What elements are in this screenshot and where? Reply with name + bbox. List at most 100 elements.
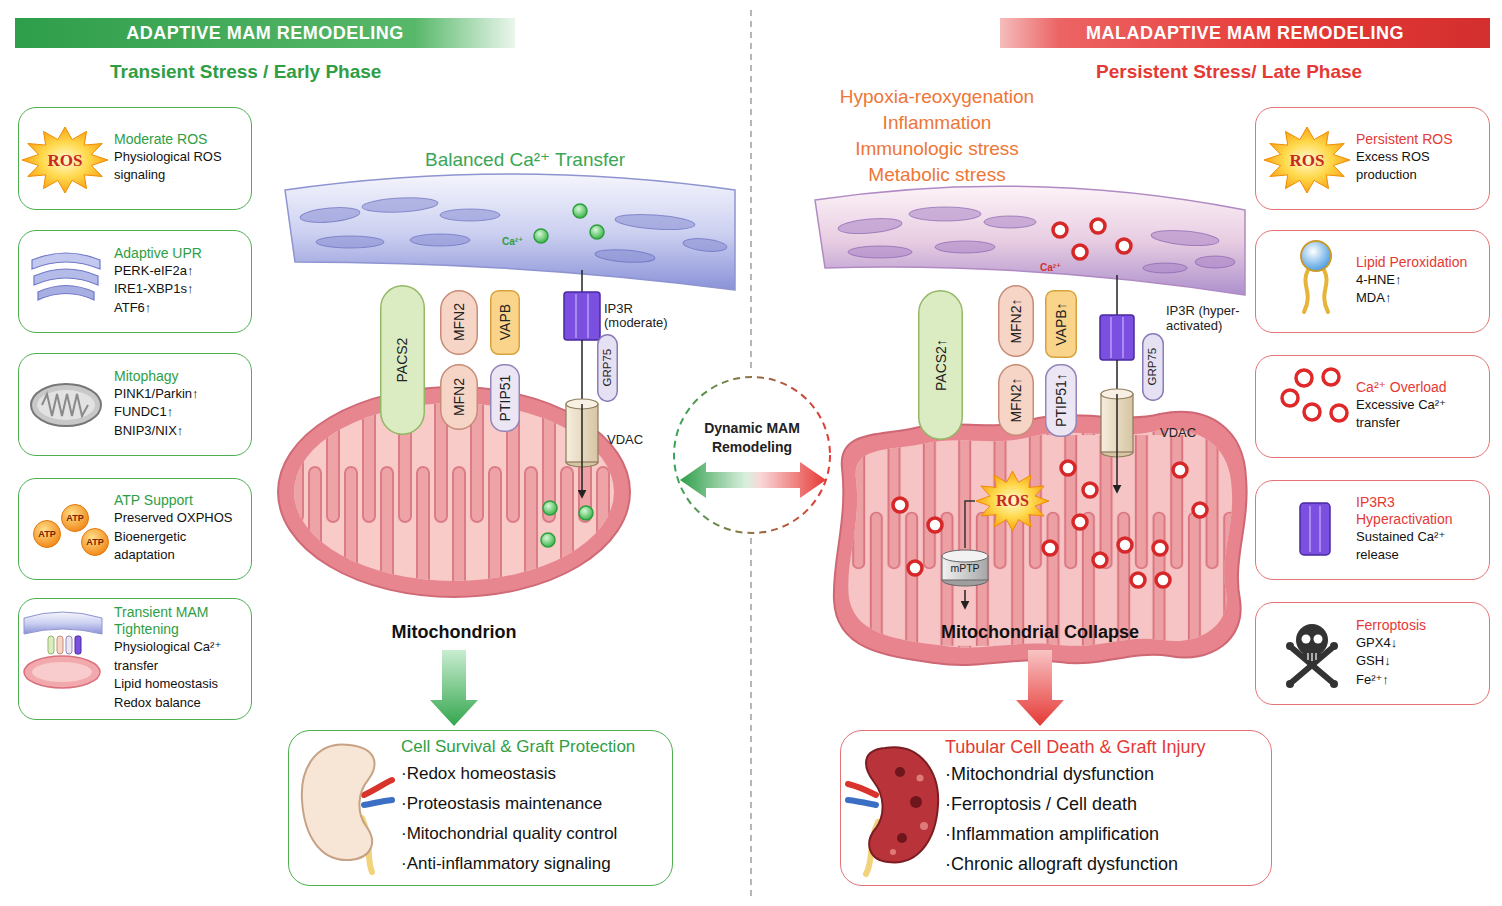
connector-line: [965, 501, 975, 548]
endoplasmic-reticulum-stressed: [815, 186, 1245, 295]
tether-outline: [999, 286, 1034, 357]
calcium-icon: [1304, 404, 1320, 420]
skull-icon: [1314, 635, 1323, 644]
mam-icon: [66, 636, 72, 654]
box-heading: Ferroptosis: [1356, 617, 1485, 634]
mitochondrion-outline: [294, 403, 614, 581]
tether-protein-label: MFN2: [451, 303, 467, 341]
skull-icon: [1292, 648, 1332, 682]
annotation-label: Persistent Stress/ Late Phase: [1096, 61, 1362, 84]
tether-protein: VAPB: [490, 290, 520, 355]
mam-icon: [48, 636, 54, 654]
box-item: ·Ferroptosis / Cell death: [945, 789, 1267, 819]
dynamic-double-arrow: [680, 462, 826, 498]
tether-outline: [491, 291, 520, 355]
box-item: BNIP3/NIX↑: [114, 422, 247, 441]
ros-burst-label: ROS: [1290, 152, 1325, 169]
annotation-label: Inflammation: [807, 112, 1067, 135]
skull-icon: [1286, 642, 1294, 650]
mitochondrion-collapsed-outline: [893, 498, 907, 512]
text-column: Cell Survival & Graft Protection·Redox h…: [401, 735, 668, 879]
calcium-icon: [1323, 369, 1339, 385]
mitochondrion-collapsed-outline: [1093, 553, 1107, 567]
calcium-icon: [1296, 370, 1312, 386]
atp-circle-outline: [62, 505, 89, 532]
annotation-label: Ca²⁺: [1040, 262, 1061, 274]
text-column: Moderate ROSPhysiological ROS signaling: [114, 131, 247, 185]
endoplasmic-reticulum: [410, 234, 470, 246]
box-item: GPX4↓: [1356, 634, 1485, 653]
mitochondrion-collapsed-outline: [848, 430, 1232, 648]
mam-icon: [24, 612, 102, 634]
endoplasmic-reticulum-stressed: [984, 216, 1036, 228]
ip3r-vdac-channel-hyperactive: [1116, 275, 1118, 315]
tether-protein: MFN2↑: [998, 364, 1034, 436]
text-column: ATP SupportPreserved OXPHOSBioenergetic …: [114, 492, 247, 565]
endoplasmic-reticulum-stressed: [1151, 228, 1220, 248]
ip3r-vdac-channel: [581, 404, 583, 497]
kidney-healthy: [302, 744, 375, 860]
box-heading: Cell Survival & Graft Protection: [401, 735, 668, 759]
box-item: Excessive Ca²⁺ transfer: [1356, 396, 1485, 433]
box-item: IRE1-XBP1s↑: [114, 280, 247, 299]
mitochondrion-label: Mitochondrial Collapse: [941, 621, 1139, 643]
dashed-ring: [674, 377, 830, 533]
text-column: Ca²⁺ OverloadExcessive Ca²⁺ transfer: [1356, 379, 1485, 433]
endoplasmic-reticulum-stressed: [1143, 263, 1187, 273]
mitochondrion-icon: [31, 384, 101, 426]
box-heading: IP3R3 Hyperactivation: [1356, 494, 1485, 528]
annotation-label: VDAC: [607, 432, 643, 448]
ip3r-icon: [1309, 506, 1311, 552]
box-item: 4-HNE↑: [1356, 271, 1485, 290]
mitochondrion-collapsed-outline: [1083, 483, 1097, 497]
tether-protein-label: PACS2↑: [932, 339, 948, 391]
lipid-icon: [1301, 241, 1331, 312]
endoplasmic-reticulum-stressed: [815, 186, 1245, 295]
lipid-icon: [1324, 270, 1328, 312]
box-heading: Persistent ROS: [1356, 131, 1485, 148]
tether-outline: [919, 291, 963, 440]
mitochondrion-outline: [579, 506, 593, 520]
mitochondrion-icon: [37, 390, 95, 420]
endoplasmic-reticulum: [300, 196, 728, 264]
kidney-healthy: [302, 744, 392, 872]
skull-icon: [1330, 680, 1338, 688]
kidney-injured: [920, 822, 928, 830]
endoplasmic-reticulum-stressed: [838, 216, 903, 236]
kidney-injured: [890, 849, 896, 855]
er-icon: [32, 253, 100, 269]
tether-outline: [381, 286, 425, 435]
starburst-outline: [1264, 127, 1350, 193]
header-band-label: ADAPTIVE MAM REMODELING: [126, 23, 404, 44]
kidney-healthy: [364, 780, 392, 795]
ip3r-vdac-channel: [564, 270, 600, 497]
endoplasmic-reticulum-stressed: [1053, 219, 1131, 259]
mitochondrion-collapsed-outline: [1153, 541, 1167, 555]
mitochondrion-icon: [42, 394, 88, 416]
endoplasmic-reticulum: [362, 196, 439, 214]
mam-icon: [24, 612, 102, 688]
box-item: Sustained Ca²⁺ release: [1356, 528, 1485, 565]
er-icon: [34, 269, 98, 285]
annotation-label: Transient Stress / Early Phase: [110, 61, 381, 84]
endoplasmic-reticulum: [615, 212, 696, 232]
kidney-healthy: [364, 800, 392, 805]
endoplasmic-reticulum-stressed: [1091, 219, 1105, 233]
info-box: ROSPersistent ROSExcess ROS production: [1255, 107, 1490, 210]
endoplasmic-reticulum-stressed: [909, 207, 981, 221]
skull-icon: [1307, 653, 1308, 660]
annotation-label: Hypoxia-reoxygenation: [807, 86, 1067, 109]
mitochondrion-collapsed-outline: [1118, 538, 1132, 552]
atp-circle: ATP: [61, 504, 89, 532]
mitochondrion-outline: [541, 501, 593, 547]
ip3r-vdac-channel: [587, 294, 589, 338]
mitochondrion-icon: [31, 384, 101, 426]
endoplasmic-reticulum: [682, 237, 727, 254]
tether-protein-label: MFN2↑: [1008, 377, 1024, 422]
endoplasmic-reticulum: [534, 229, 548, 243]
box-item: Redox balance: [114, 694, 247, 713]
annotation-label: Ca²⁺: [502, 236, 523, 248]
tether-protein-label: PACS2: [394, 338, 410, 383]
endoplasmic-reticulum: [534, 204, 604, 243]
mitochondrion-collapsed-outline: [964, 590, 966, 608]
